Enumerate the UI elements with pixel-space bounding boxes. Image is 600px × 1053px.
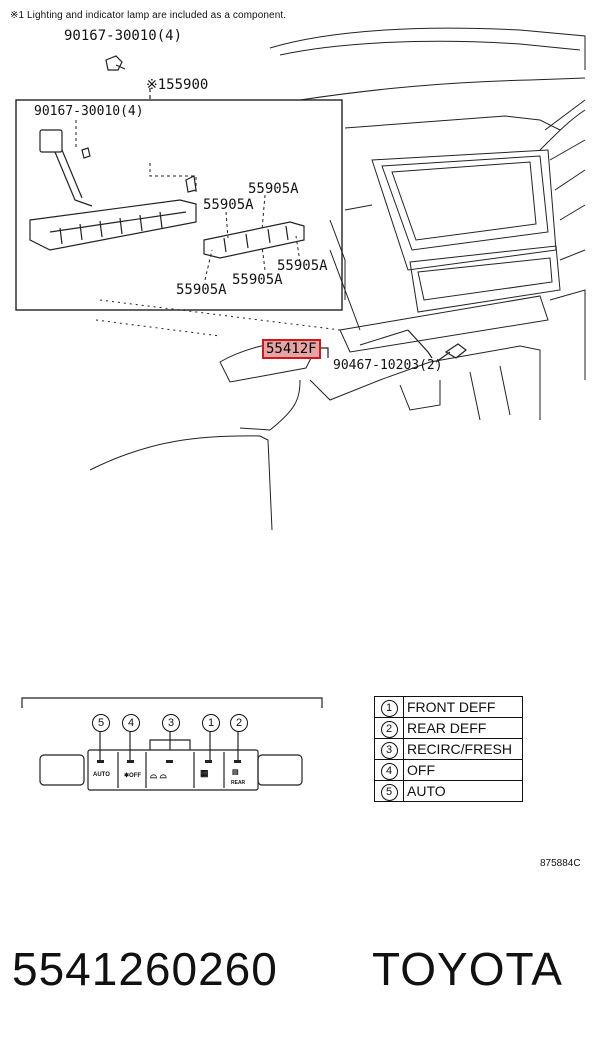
part-number-screw-top[interactable]: 90167-30010(4)	[64, 28, 183, 44]
part-number-lamp-a1[interactable]: 55905A	[248, 181, 299, 197]
figure-id: 875884C	[540, 858, 581, 869]
dashboard-drawing	[89, 27, 586, 531]
part-number-lamp-a2[interactable]: 55905A	[203, 197, 254, 213]
switch-label-rear: REAR	[231, 780, 246, 786]
table-row: 5 AUTO	[374, 780, 523, 802]
switch-legend-table: 1 FRONT DEFF 2 REAR DEFF 3 RECIRC/FRESH …	[374, 696, 523, 802]
legend-label: RECIRC/FRESH	[403, 738, 523, 760]
legend-num: 4	[380, 762, 398, 780]
part-number-clip[interactable]: 90467-10203(2)	[333, 358, 443, 373]
switch-label-off: ✱OFF	[124, 773, 142, 779]
part-number-lamp-a4[interactable]: 55905A	[232, 272, 283, 288]
lamp-strip-drawing	[203, 221, 305, 259]
switch-num-4: 4	[122, 714, 140, 732]
switch-num-5: 5	[92, 714, 110, 732]
legend-num: 3	[380, 741, 398, 759]
part-number-screw-inset[interactable]: 90167-30010(4)	[34, 104, 144, 119]
fan-off-icon: ✱	[124, 773, 130, 779]
switch-module-drawing	[29, 129, 197, 251]
part-number-lamp-a3[interactable]: 55905A	[277, 258, 328, 274]
switch-num-2: 2	[230, 714, 248, 732]
legend-num: 2	[380, 720, 398, 738]
part-number-lamp-a5[interactable]: 55905A	[176, 282, 227, 298]
switch-num-1: 1	[202, 714, 220, 732]
rear-defrost-icon: ▤	[232, 769, 239, 776]
legend-num: 5	[380, 783, 398, 801]
screw-top-drawing	[105, 55, 126, 71]
footer-part-number: 5541260260	[12, 943, 278, 995]
switch-label-auto: AUTO	[93, 772, 110, 778]
table-row: 1 FRONT DEFF	[374, 696, 523, 718]
part-number-assembly[interactable]: ※155900	[146, 77, 209, 93]
front-defrost-icon: ▦	[200, 768, 209, 778]
component-note: ※1 Lighting and indicator lamp are inclu…	[10, 10, 287, 21]
recirc-fresh-icon: ⌓ ⌓	[150, 770, 167, 780]
legend-label: REAR DEFF	[403, 717, 523, 739]
legend-label: OFF	[403, 759, 523, 781]
inset-box	[15, 99, 343, 311]
legend-num: 1	[380, 699, 398, 717]
legend-label: AUTO	[403, 780, 523, 802]
table-row: 3 RECIRC/FRESH	[374, 738, 523, 760]
table-row: 4 OFF	[374, 759, 523, 781]
part-number-panel-highlighted[interactable]: 55412F	[262, 339, 321, 359]
table-row: 2 REAR DEFF	[374, 717, 523, 739]
legend-label: FRONT DEFF	[403, 696, 523, 718]
switch-num-3: 3	[162, 714, 180, 732]
footer-brand: TOYOTA	[372, 943, 563, 995]
switch-panel-figure	[21, 697, 323, 791]
